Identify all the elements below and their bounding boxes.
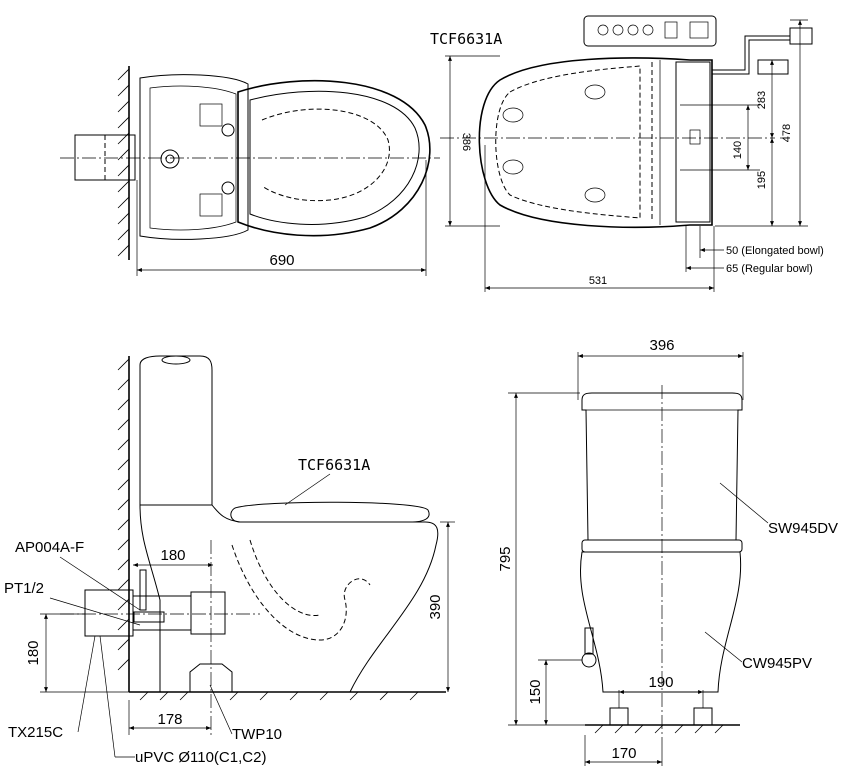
dim-690: 690	[136, 160, 427, 276]
dim-195-label: 195	[756, 171, 768, 189]
note-elongated: 50 (Elongated bowl)	[726, 245, 824, 257]
front-bowl	[580, 551, 742, 693]
dim-396-label: 396	[649, 337, 674, 354]
side-wall-hatch	[117, 358, 130, 671]
label-twp10: TWP10	[232, 726, 282, 743]
top-seat	[440, 15, 813, 229]
label-pt12: PT1/2	[4, 580, 44, 597]
side-floor-hatch	[139, 691, 419, 701]
dim-690-label: 690	[269, 252, 294, 269]
dim-795-label: 795	[497, 546, 514, 571]
top-view-bowl	[60, 66, 440, 260]
dim-180-left-label: 180	[25, 640, 42, 665]
dim-531-label: 531	[589, 275, 607, 287]
front-part-labels: SW945DV CW945PV	[704, 482, 838, 672]
front-dims: 396 795 150 190 170	[497, 337, 744, 766]
remote-control	[583, 15, 717, 47]
dim-178-label: 178	[157, 711, 182, 728]
dim-140-label: 140	[732, 141, 744, 159]
dim-386: 386	[445, 55, 500, 227]
front-floor-hatch	[594, 724, 724, 734]
wall-hatch	[117, 68, 130, 257]
side-view	[60, 355, 446, 735]
side-tank	[139, 355, 213, 506]
front-view	[580, 385, 743, 745]
front-tank	[581, 392, 743, 541]
drain-circle	[160, 149, 180, 169]
dim-170-label: 170	[611, 745, 636, 762]
dim-right-side: 478 283 195 140	[715, 19, 808, 227]
dim-531: 531	[484, 145, 715, 292]
side-pipe	[84, 589, 134, 637]
bowl-notes: 50 (Elongated bowl) 65 (Regular bowl)	[685, 226, 824, 275]
seat-outline	[478, 57, 713, 229]
side-bowl	[139, 504, 439, 693]
note-regular: 65 (Regular bowl)	[726, 263, 813, 275]
label-sw945dv: SW945DV	[768, 520, 838, 537]
side-part-labels: AP004A-F PT1/2 TX215C TWP10 uPVC Ø110(C1…	[4, 539, 282, 766]
side-dims: 180 390 180 178	[25, 521, 455, 735]
side-seat-label: TCF6631A	[298, 456, 370, 474]
dim-180-top-label: 180	[160, 547, 185, 564]
dim-283-label: 283	[756, 91, 768, 109]
label-upvc: uPVC Ø110(C1,C2)	[135, 749, 266, 766]
dim-190-label: 190	[648, 674, 673, 691]
seat-hinge-unit	[675, 61, 711, 223]
top-model-label: TCF6631A	[430, 30, 502, 48]
top-pipe	[74, 134, 136, 181]
label-ap004a: AP004A-F	[15, 539, 84, 556]
label-tx215c: TX215C	[8, 724, 63, 741]
dim-478-label: 478	[781, 124, 793, 142]
top-tank-outline	[139, 74, 249, 240]
dim-386-label: 386	[460, 133, 472, 151]
dim-150-label: 150	[527, 679, 544, 704]
top-bowl-outline	[237, 79, 431, 237]
label-cw945pv: CW945PV	[742, 655, 812, 672]
dim-390-label: 390	[427, 594, 444, 619]
side-seat	[230, 501, 430, 523]
